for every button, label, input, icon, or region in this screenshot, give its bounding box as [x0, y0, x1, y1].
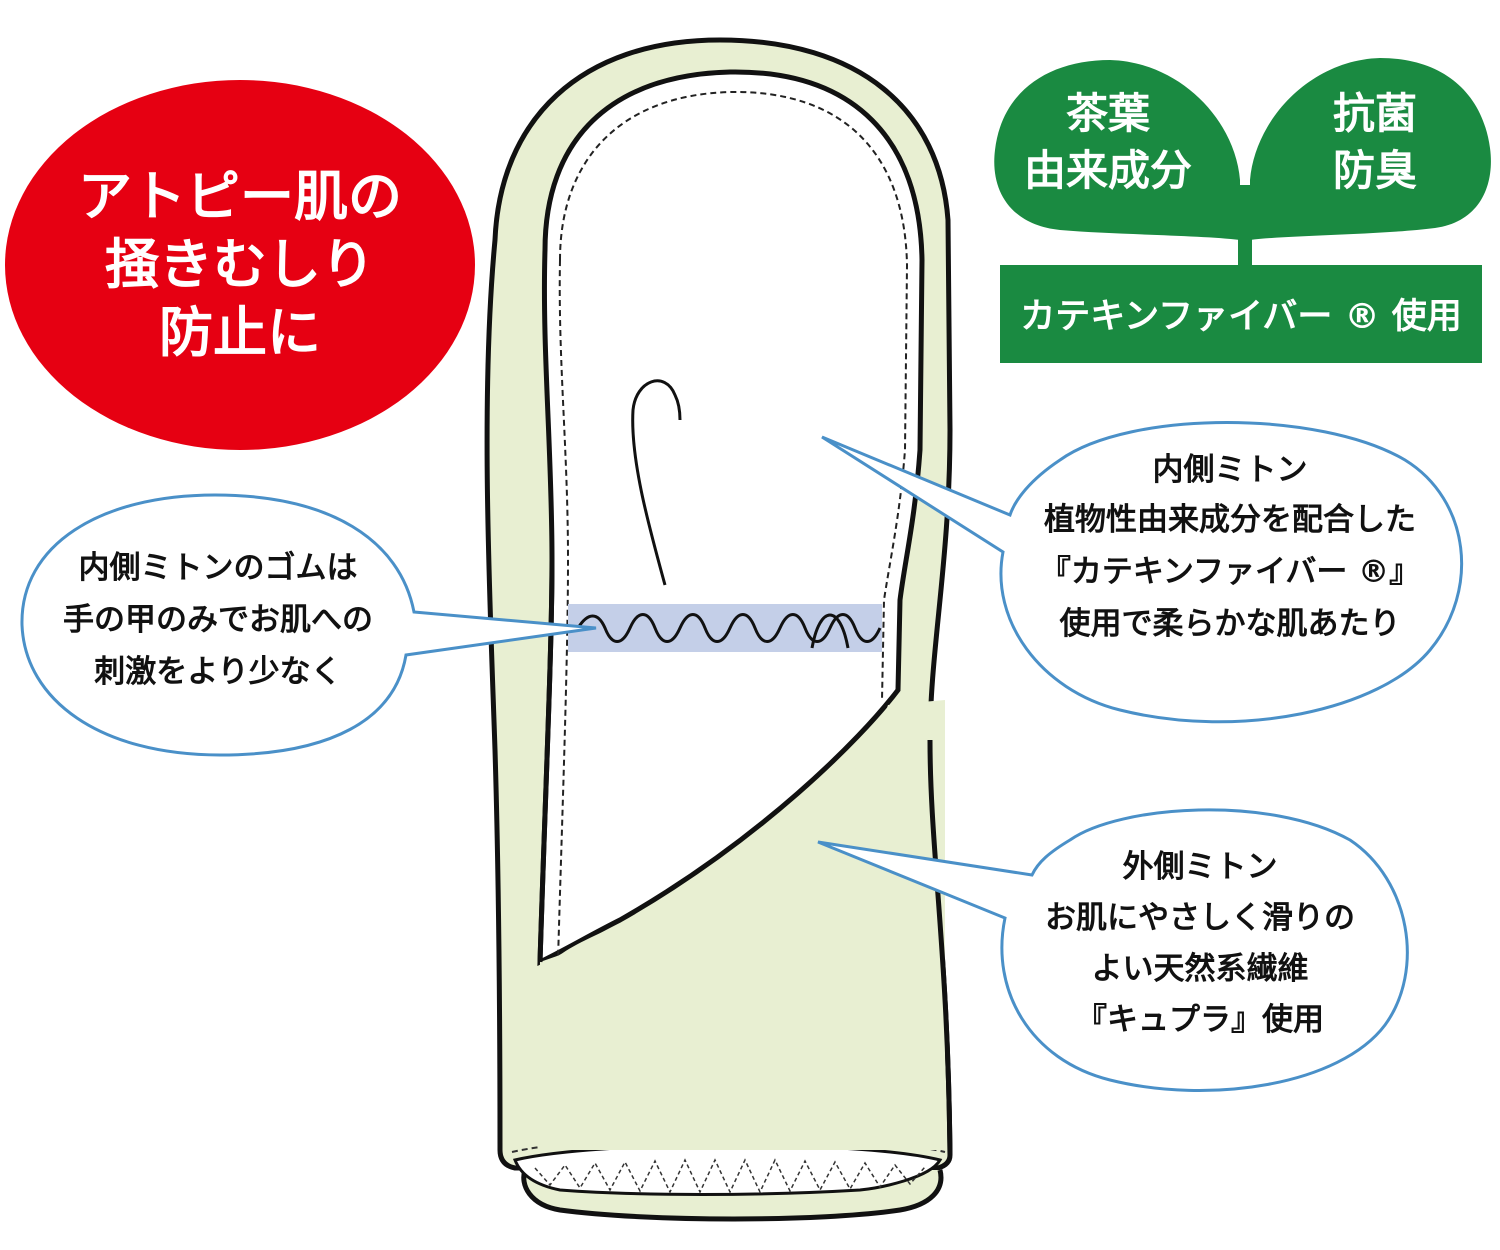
callout-inner-line-3: 『カテキンファイバー ®』 — [1040, 554, 1420, 590]
elastic-band — [568, 604, 882, 652]
callout-outer-line-1: 外側ミトン — [1123, 849, 1278, 885]
badge-line-3: 防止に — [159, 301, 321, 364]
leaf-right-line-2: 防臭 — [1333, 146, 1417, 195]
callout-inner-line-2: 植物性由来成分を配合した — [1044, 502, 1416, 538]
callout-rubber-bubble — [20, 493, 597, 757]
leaf-logo: 茶葉 由来成分 抗菌 防臭 カテキンファイバー ® 使用 — [994, 58, 1491, 363]
callout-inner-bubble — [821, 421, 1464, 724]
elastic-wave — [576, 613, 882, 643]
leaf-banner — [1000, 265, 1482, 363]
elastic-wave-right — [810, 613, 850, 649]
inner-stitch — [559, 90, 909, 701]
callout-outer-line-3: よい天然系繊維 — [1092, 951, 1309, 987]
leaf-banner-text: カテキンファイバー ® 使用 — [1020, 297, 1462, 337]
callout-rubber-line-2: 手の甲のみでお肌への — [63, 602, 373, 638]
thumb-line — [631, 379, 682, 586]
leaf-right — [1250, 58, 1491, 240]
callout-rubber-line-1: 内側ミトンのゴムは — [79, 550, 358, 586]
leaf-left — [994, 60, 1240, 240]
badge-line-1: アトピー肌の — [78, 165, 402, 228]
callout-outer-bubble — [817, 808, 1409, 1093]
callout-inner-line-4: 使用で柔らかな肌あたり — [1059, 606, 1401, 642]
outer-front-fold — [538, 700, 945, 1150]
leaf-stem — [1238, 185, 1252, 270]
callout-inner-line-1: 内側ミトン — [1153, 452, 1308, 488]
callout-rubber-band: 内側ミトンのゴムは 手の甲のみでお肌への 刺激をより少なく — [20, 493, 597, 757]
badge: アトピー肌の 掻きむしり 防止に — [5, 80, 475, 450]
leaf-left-line-2: 由来成分 — [1024, 146, 1192, 195]
inner-stitch-left — [557, 259, 570, 961]
callout-outer-mitten: 外側ミトン お肌にやさしく滑りの よい天然系繊維 『キュプラ』使用 — [817, 808, 1409, 1093]
leaf-left-line-1: 茶葉 — [1066, 89, 1151, 138]
mitten-illustration — [484, 37, 953, 1222]
callout-inner-mitten: 内側ミトン 植物性由来成分を配合した 『カテキンファイバー ®』 使用で柔らかな… — [821, 421, 1464, 724]
inner-left-edge — [537, 559, 555, 963]
cuff-zigzag — [534, 1158, 926, 1194]
callout-outer-line-2: お肌にやさしく滑りの — [1045, 900, 1355, 936]
badge-line-2: 掻きむしり — [105, 233, 375, 296]
callout-outer-line-4: 『キュプラ』使用 — [1076, 1002, 1324, 1038]
callout-rubber-line-3: 刺激をより少なく — [94, 654, 341, 690]
badge-ellipse — [5, 80, 475, 450]
leaf-right-line-1: 抗菌 — [1333, 89, 1417, 138]
outer-right-edge — [927, 739, 953, 1156]
